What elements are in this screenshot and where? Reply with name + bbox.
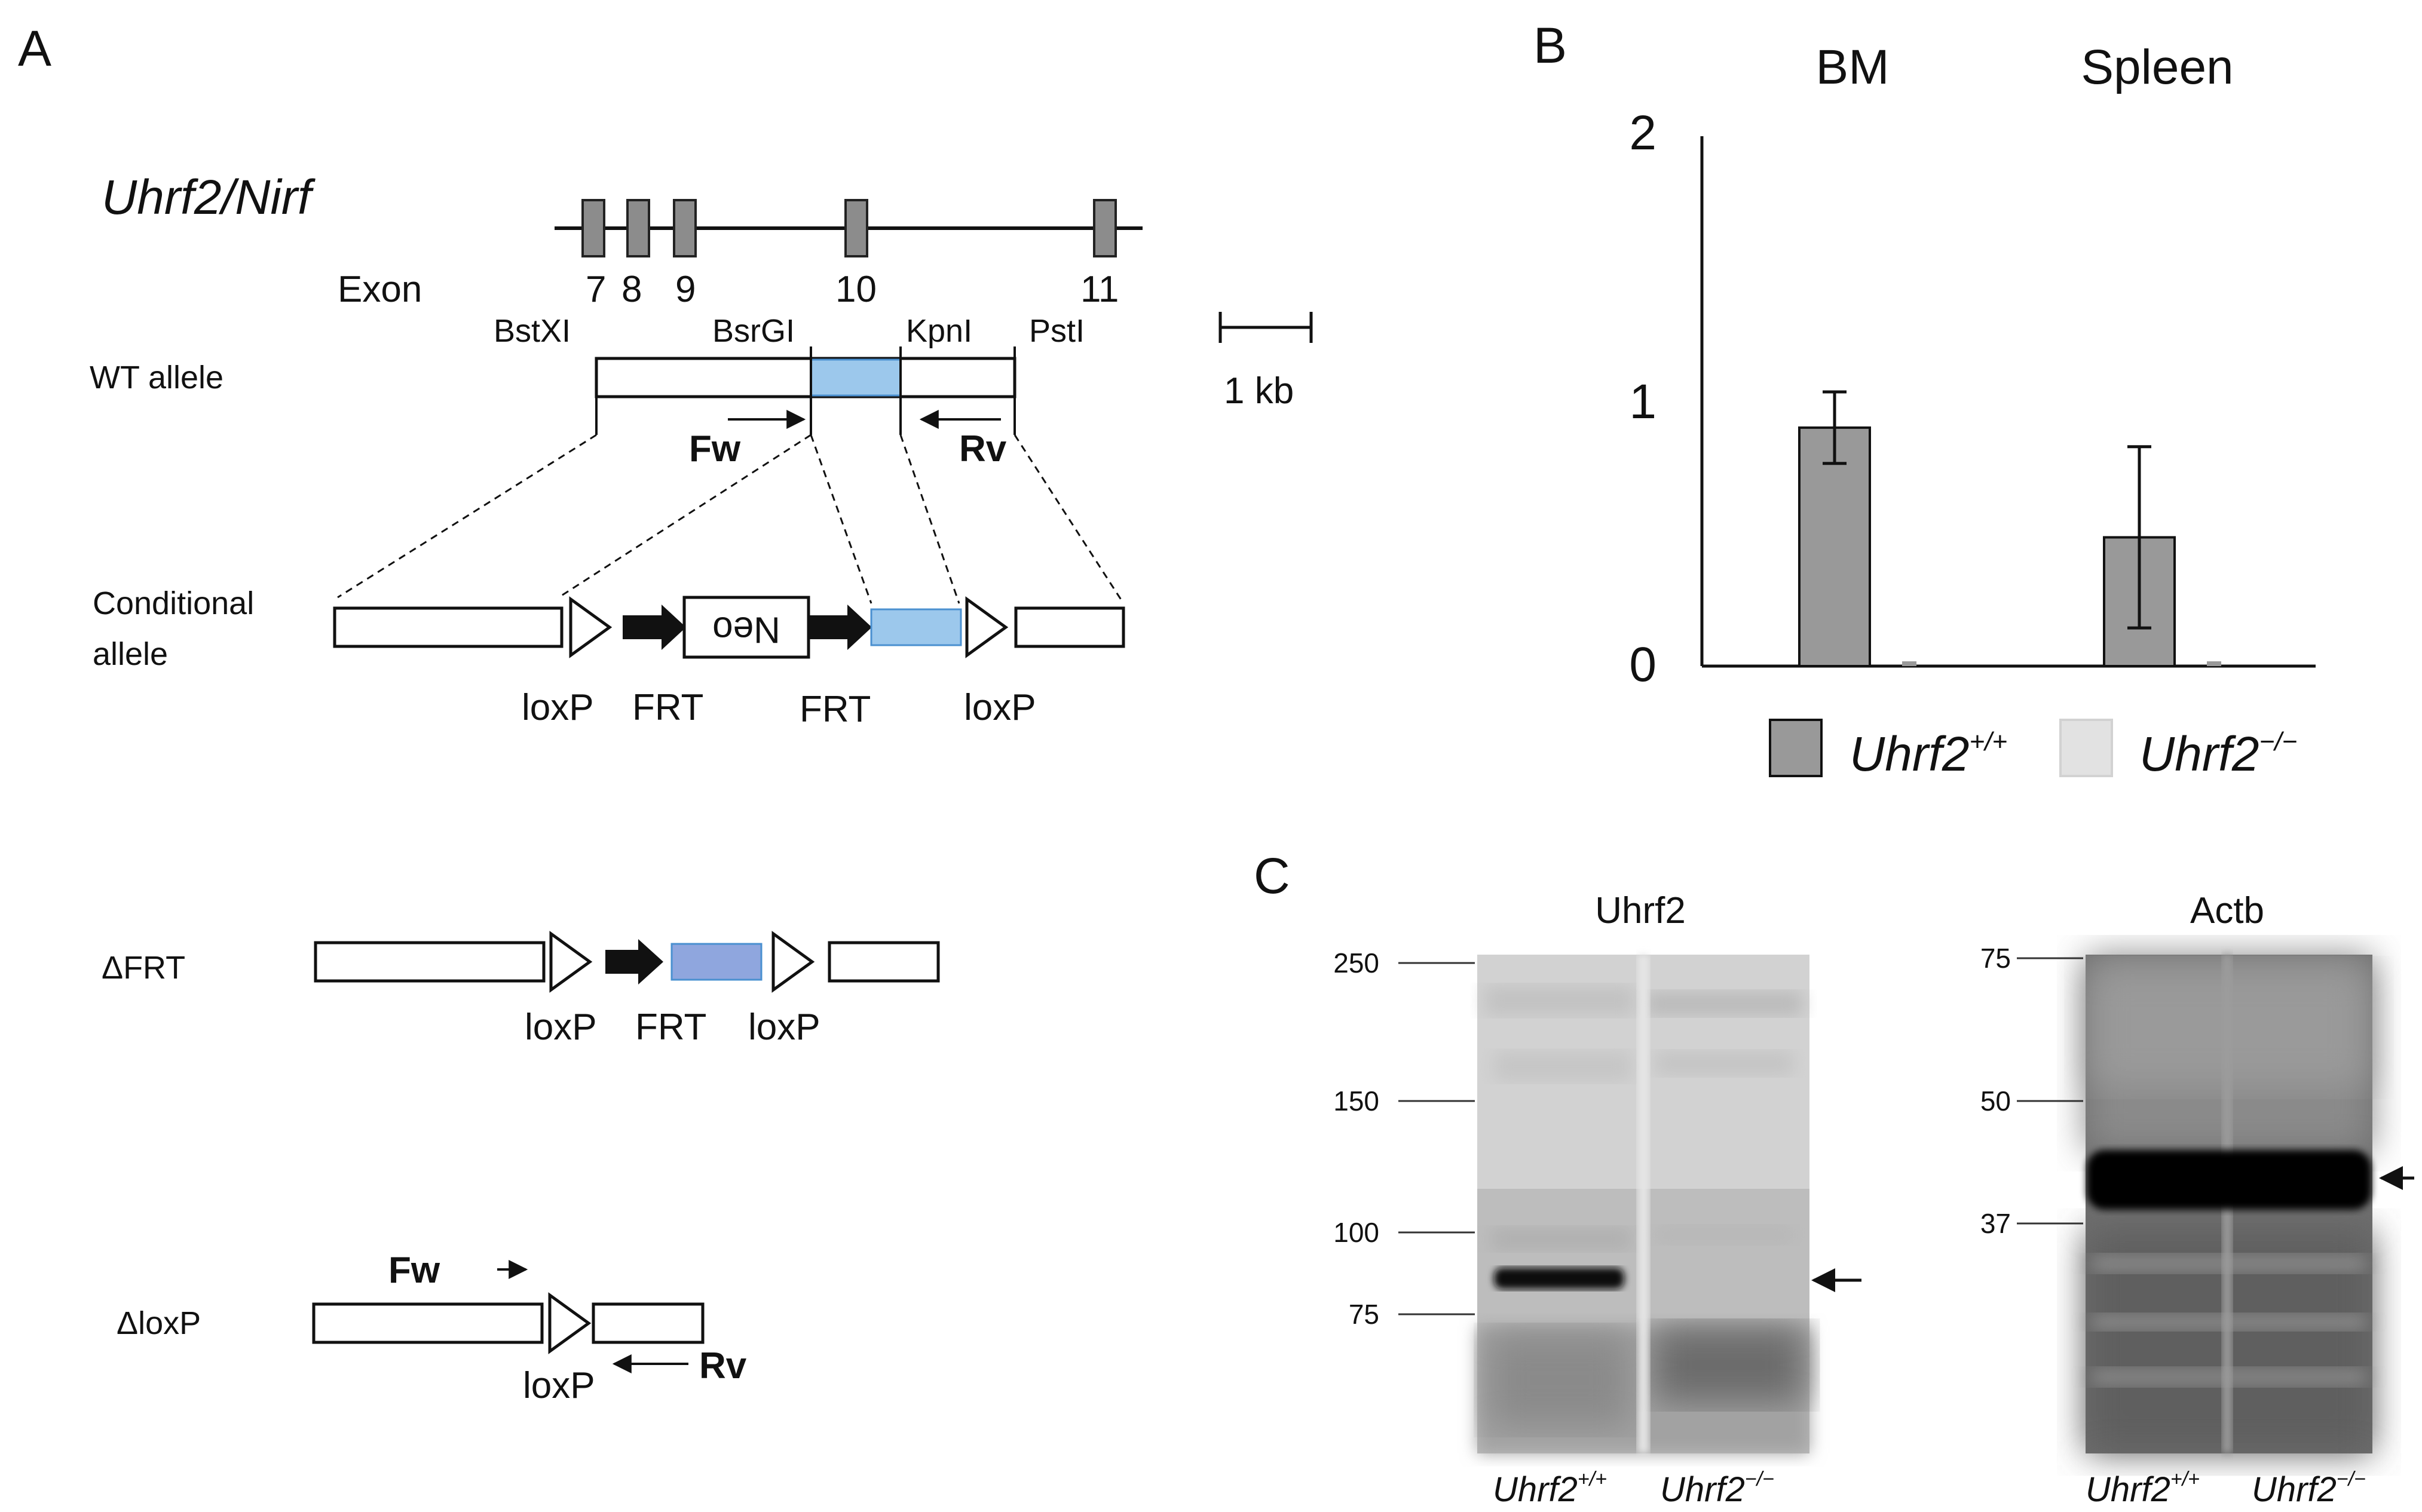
exon-number-9: 9 [675, 269, 696, 310]
site-bstxi: BstXI [494, 313, 571, 349]
lane-label-wt-uhrf2: Uhrf2+/+ [1493, 1468, 1607, 1509]
actb-band [2087, 1150, 2371, 1210]
scale-bar-label: 1 kb [1224, 370, 1294, 412]
marker-250: 250 [1333, 947, 1379, 979]
frt-arrow [605, 939, 663, 985]
bar-chart: BM Spleen 0 1 2 Uhrf2+/+ Uhrf2−/− [1629, 40, 2316, 781]
wt-allele [595, 346, 1016, 435]
exon-8 [626, 199, 650, 257]
loxp-triangle [549, 931, 593, 993]
marker-150: 150 [1333, 1085, 1379, 1117]
lane-label-wt-actb: Uhrf2+/+ [2086, 1468, 2200, 1509]
lane-label-ko-actb: Uhrf2−/− [2252, 1468, 2366, 1509]
exon-10 [844, 199, 868, 257]
dfrt-allele-label: ΔFRT [102, 950, 185, 986]
marker-37: 37 [1980, 1208, 2011, 1239]
frt-arrow [623, 605, 686, 650]
exon-7 [581, 199, 605, 257]
neo-cassette [682, 596, 810, 659]
marker-50: 50 [1980, 1085, 2011, 1117]
category-label-0: BM [1816, 40, 1890, 94]
bar-spleen-series-1 [2207, 661, 2221, 666]
panel-letter-b: B [1533, 17, 1567, 73]
conditional-target-region [870, 608, 962, 646]
frt-label: FRT [800, 689, 871, 730]
panel-letter-a: A [18, 20, 51, 76]
wt-allele-label: WT allele [90, 360, 223, 395]
frt-label: FRT [635, 1007, 706, 1048]
loxp-label: loxP [748, 1007, 820, 1048]
loxp-triangle [965, 596, 1009, 658]
uhrf2-band [1494, 1268, 1624, 1289]
y-tick-2: 2 [1629, 106, 1656, 160]
site-bsrgi: BsrGI [712, 313, 795, 349]
y-tick-0: 0 [1629, 637, 1656, 692]
bar-bm-series-1 [1902, 661, 1916, 666]
exon-number-7: 7 [586, 269, 606, 310]
dloxp-allele [312, 1260, 705, 1373]
error-bar-bm [1823, 390, 1847, 465]
bars-layer [1798, 390, 2221, 667]
exon-number-8: 8 [621, 269, 642, 310]
legend-label-wt: Uhrf2+/+ [1850, 727, 2007, 781]
mapping-lines [337, 434, 1125, 604]
neo-label: Neo [712, 609, 780, 651]
y-tick-1: 1 [1629, 375, 1656, 429]
legend-label-ko: Uhrf2−/− [2139, 727, 2297, 781]
lane-label-ko-uhrf2: Uhrf2−/− [1660, 1468, 1774, 1509]
exon-9 [673, 199, 697, 257]
fw-primer-label-dloxp: Fw [388, 1250, 440, 1291]
exon-label: Exon [338, 269, 422, 310]
exon-11 [1093, 199, 1117, 257]
rv-primer-label-dloxp: Rv [699, 1345, 747, 1387]
fw-primer-label-wt: Fw [689, 428, 741, 470]
loxp-label: loxP [964, 687, 1036, 728]
dfrt-target-region [670, 943, 763, 981]
legend-swatch-wt [1769, 719, 1823, 777]
gene-name: Uhrf2/Nirf [102, 170, 316, 225]
panel-letter-c: C [1254, 848, 1290, 904]
dfrt-allele [314, 931, 940, 993]
frt-label: FRT [632, 687, 703, 728]
rv-primer-label-wt: Rv [959, 428, 1007, 470]
blot-uhrf2 [1477, 955, 1809, 1453]
marker-75-actb: 75 [1980, 943, 2011, 974]
loxp-triangle [771, 931, 815, 993]
marker-ticks-actb [2017, 957, 2083, 1225]
loxp-label: loxP [522, 687, 594, 728]
loxp-triangle [569, 596, 613, 658]
gene-map [555, 199, 1143, 257]
marker-100: 100 [1333, 1217, 1379, 1248]
site-kpni: KpnI [906, 313, 972, 349]
blot-actb [2086, 955, 2372, 1453]
exon-number-10: 10 [835, 269, 877, 310]
blot-title-actb: Actb [2190, 890, 2264, 931]
conditional-allele-label-1: Conditional [93, 585, 254, 621]
exon-number-11: 11 [1080, 269, 1119, 310]
dloxp-allele-label: ΔloxP [117, 1305, 201, 1341]
legend-swatch-ko [2059, 719, 2113, 777]
site-psti: PstI [1029, 313, 1085, 349]
frt-arrow [809, 605, 872, 650]
marker-ticks-uhrf2 [1398, 962, 1475, 1315]
loxp-label: loxP [523, 1365, 595, 1406]
blot-title-uhrf2: Uhrf2 [1595, 890, 1686, 931]
wt-target-region [810, 358, 902, 397]
loxp-triangle [548, 1292, 592, 1354]
conditional-allele: Neo [333, 596, 1125, 659]
loxp-label: loxP [525, 1007, 597, 1048]
marker-75: 75 [1349, 1299, 1379, 1330]
conditional-allele-label-2: allele [93, 636, 168, 672]
scale-bar [1218, 312, 1313, 343]
category-label-1: Spleen [2081, 40, 2233, 94]
error-bar-spleen [2127, 445, 2151, 630]
